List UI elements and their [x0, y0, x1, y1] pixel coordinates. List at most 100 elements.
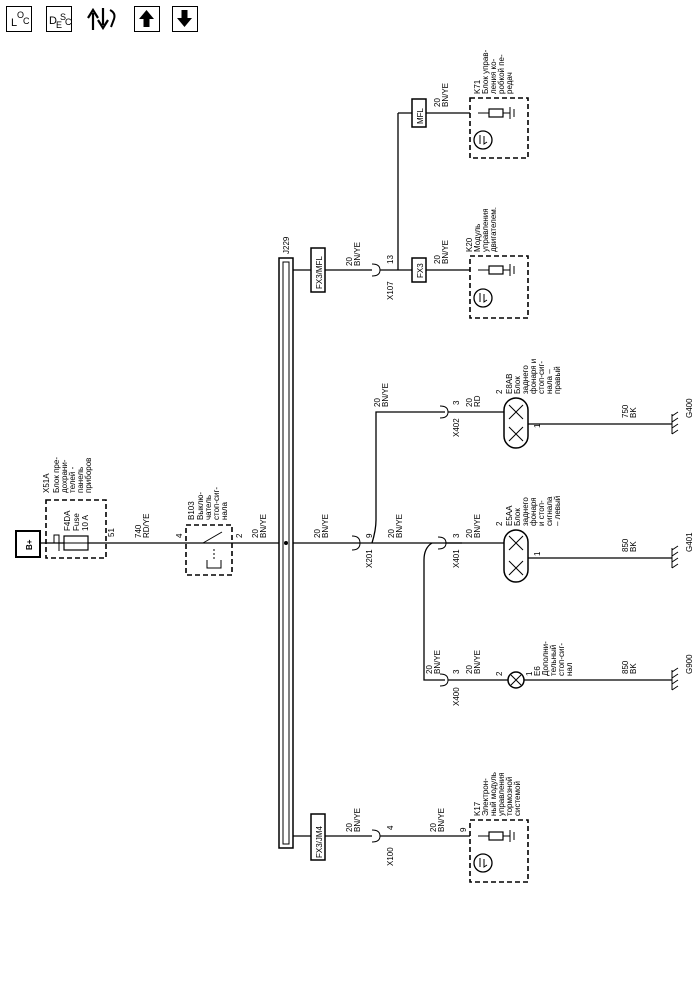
connector-id: X100 — [386, 847, 395, 866]
bus-bottom-tag — [310, 813, 326, 861]
lamp-desc: заднего — [521, 497, 530, 526]
wire-size-label: 20 — [465, 398, 474, 407]
module-desc: тормозной — [505, 777, 514, 816]
switch-pin-in: 4 — [175, 533, 184, 538]
bus-id: J229 — [282, 236, 291, 254]
wire-color-label: RD — [473, 395, 482, 407]
arrow-down-button[interactable] — [172, 6, 198, 32]
wire-size-label: 20 — [433, 255, 442, 264]
wire-size-label: 20 — [465, 529, 474, 538]
wire-color-label: BN/YE — [441, 240, 450, 264]
loc-letter: C — [23, 16, 30, 26]
lamp-desc: Блок — [513, 376, 522, 394]
wire-color-label: BN/YE — [353, 242, 362, 266]
lamp-e5aa: 2 1 E5AA Блок заднего фонаря и стоп- сиг… — [495, 496, 562, 583]
location-button[interactable]: L O C — [6, 6, 32, 32]
arrow-down-icon — [177, 10, 192, 27]
connector-id: X402 — [452, 418, 461, 437]
connector-id: X400 — [452, 687, 461, 706]
fuse-block: X51A Блок пре- дохрани- телей - панель п… — [42, 457, 116, 559]
fuse-block-desc: телей - — [68, 466, 77, 493]
module-k17: K17 Электрон- ный модуль управления торм… — [469, 772, 529, 883]
fuse-block-id: X51A — [42, 473, 51, 493]
lamp-desc: нала – — [545, 369, 554, 394]
lamp-id: E5AA — [505, 505, 514, 526]
module-desc: ления ко- — [489, 58, 498, 94]
toolbar: L O C D E S C — [0, 0, 220, 40]
wire-color-label: BN/YE — [473, 650, 482, 674]
lamp-pin: 1 — [533, 423, 542, 428]
module-desc: Блок управ- — [481, 49, 490, 94]
connector-pin: 9 — [365, 533, 374, 538]
lamp-desc: нал — [565, 662, 574, 676]
wire-size-label: 20 — [429, 823, 438, 832]
bus-bottom-label: FX3/JM4 — [315, 825, 324, 858]
wire-size-label: 20 — [345, 257, 354, 266]
k20-tag-label: FX3 — [416, 263, 425, 278]
k20-tag — [411, 257, 427, 283]
switch-desc: Выклю- — [196, 492, 205, 520]
lamp-desc: правый — [553, 366, 562, 394]
switch-desc: чатель — [204, 495, 213, 520]
k71-tag-label: MFL — [416, 107, 425, 124]
wire-size-label: 20 — [387, 529, 396, 538]
connector-x100 — [371, 829, 381, 843]
lamp-desc: фонаря — [529, 497, 538, 526]
lamp-desc: тельный — [549, 645, 558, 676]
connector-x107 — [371, 263, 381, 277]
switch-pin-out: 2 — [235, 533, 244, 538]
wire-size-label: 20 — [433, 98, 442, 107]
k71-tag — [411, 98, 427, 128]
connector-x201 — [351, 535, 361, 551]
connector-pin: 13 — [386, 255, 395, 264]
module-desc: редач — [505, 72, 514, 94]
wire-color-label: BN/YE — [441, 83, 450, 107]
ground-symbol — [671, 411, 679, 435]
lamp-pin: 1 — [525, 671, 534, 676]
description-button[interactable]: D E S C — [46, 6, 72, 32]
module-id: K17 — [473, 801, 482, 816]
wire-color-label: BK — [629, 663, 638, 674]
arrow-up-button[interactable] — [134, 6, 160, 32]
wire-color-label: BK — [629, 541, 638, 552]
ground-id: G900 — [685, 654, 694, 674]
lamp-desc: Блок — [513, 508, 522, 526]
fuse-rating: 10 A — [81, 514, 90, 531]
lamp-pin: 2 — [495, 671, 504, 676]
lamp-id: E8AB — [505, 374, 514, 394]
lamp-desc: заднего — [521, 365, 530, 394]
power-label: B+ — [25, 539, 34, 550]
connector-pin: 4 — [386, 825, 395, 830]
module-desc: двигателем. — [489, 207, 498, 252]
module-id: K71 — [473, 79, 482, 94]
module-desc: робкой пе- — [497, 54, 506, 94]
brake-switch: 4 B103 Выклю- чатель стоп-сиг- нала 2 — [175, 487, 244, 576]
wire-color-label: BN/YE — [353, 808, 362, 832]
loc-letter: O — [17, 10, 25, 20]
wire-color-label: BN/YE — [381, 383, 390, 407]
fuse-pin: 51 — [107, 528, 116, 537]
lamp-pin: 1 — [533, 551, 542, 556]
ground-symbol — [671, 545, 679, 569]
connector-route-icon[interactable] — [86, 4, 120, 34]
lamp-pin: 2 — [495, 389, 504, 394]
fuse-block-desc: приборов — [84, 458, 93, 493]
wire-color-label: BN/YE — [321, 514, 330, 538]
lamp-desc: и стоп- — [537, 500, 546, 526]
wire-size-label: 20 — [425, 665, 434, 674]
connector-pin: 3 — [452, 400, 461, 405]
connector-pin: 3 — [452, 669, 461, 674]
arrow-up-icon — [139, 10, 154, 27]
module-k20: K20 Модуль управления двигателем. — [465, 207, 529, 319]
wire-size-label: 750 — [621, 404, 630, 418]
connector-id: X401 — [452, 549, 461, 568]
desc-letter: S — [60, 12, 67, 22]
module-k71: K71 Блок управ- ления ко- робкой пе- ред… — [469, 49, 529, 159]
junction-dot — [284, 541, 288, 545]
wire-color-label: BN/YE — [395, 514, 404, 538]
module-id: K20 — [465, 237, 474, 252]
ground-symbol — [671, 667, 679, 691]
connector-id: X107 — [386, 281, 395, 300]
ground-id: G401 — [685, 532, 694, 552]
